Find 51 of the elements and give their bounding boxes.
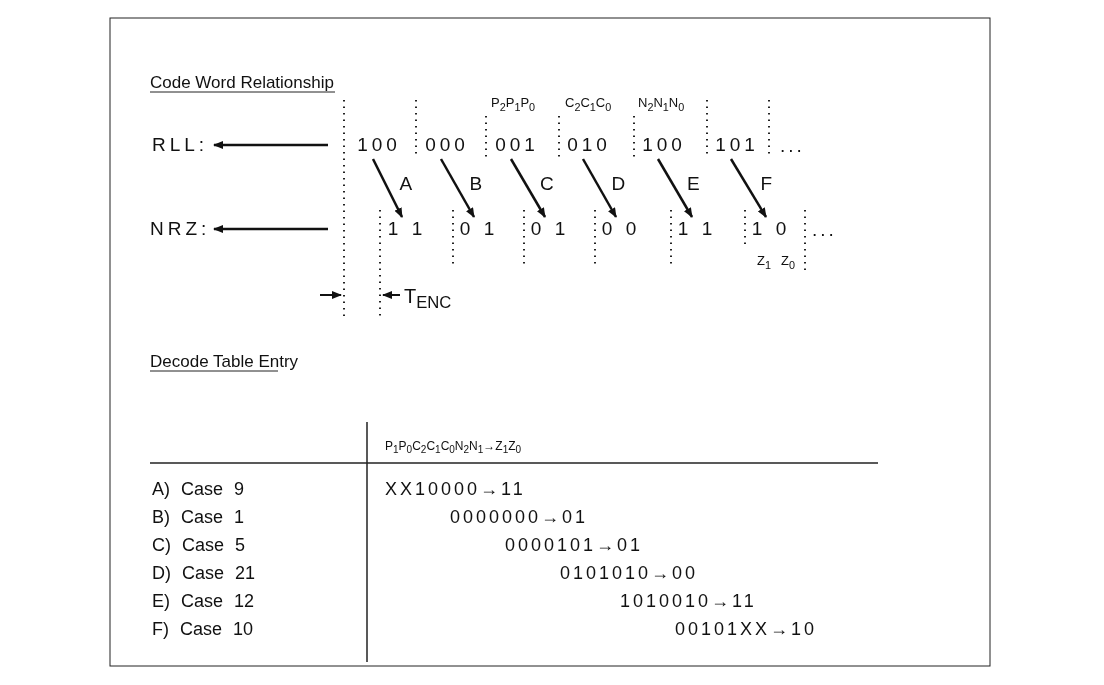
table-entry: 0000000→01 (450, 508, 589, 526)
arrow (213, 225, 328, 233)
row-label: A) Case 9 (152, 480, 245, 498)
arrow (656, 158, 694, 218)
bit-group: 1 1 (676, 218, 718, 240)
bit-label: C$_{2}$C$_{1}$C$_{0}$ (565, 96, 612, 113)
row-label: D) Case 21 (152, 564, 256, 582)
bit-group: 001 (491, 134, 543, 156)
table-entry: 1010010→11 (620, 592, 757, 610)
row-label: E) Case 12 (152, 592, 255, 610)
row-label: B) Case 1 (152, 508, 245, 526)
edge-label: A (399, 174, 413, 193)
arrow (581, 158, 618, 218)
column-header: P$_{1}$P$_{0}$C$_{2}$C$_{1}$C$_{0}$N$_{2}$N$_{1}$→Z$_{1}$Z$_{0}$ (385, 440, 522, 456)
edge-label: B (469, 174, 483, 193)
edge-label: F (760, 174, 773, 193)
section-heading: Decode Table Entry (150, 353, 299, 370)
bit-group: 0 1 (529, 218, 571, 240)
arrow (213, 141, 328, 149)
arrow (509, 158, 547, 218)
bit-group: 1 0 (750, 218, 792, 240)
table-entry: 00101XX→10 (675, 620, 818, 638)
arrow (371, 158, 404, 218)
bit-group: 1 1 (386, 218, 428, 240)
arrow (439, 158, 476, 218)
bit-group: 101 (711, 134, 763, 156)
edge-label: D (611, 174, 626, 193)
bit-group: 0 0 (600, 218, 642, 240)
arrow (729, 158, 768, 218)
ellipsis: ... (812, 220, 837, 239)
signal-name: NRZ: (150, 218, 211, 240)
table-entry: 0101010→00 (560, 564, 699, 582)
edge-label: C (540, 174, 554, 193)
table-entry: XX10000→11 (385, 480, 526, 498)
row-label: F) Case 10 (152, 620, 254, 638)
table-entry: 0000101→01 (505, 536, 644, 554)
bit-label: Z$_{1}$ (757, 254, 771, 271)
bit-group: 0 1 (458, 218, 500, 240)
signal-name: RLL: (150, 134, 210, 156)
bit-label: P$_{2}$P$_{1}$P$_{0}$ (491, 96, 536, 113)
bit-label: N$_{2}$N$_{1}$N$_{0}$ (638, 96, 685, 113)
bit-group: 010 (563, 134, 615, 156)
ellipsis: ... (780, 136, 805, 155)
bit-label: Z$_{0}$ (781, 254, 795, 271)
edge-label: E (687, 174, 700, 193)
row-label: C) Case 5 (152, 536, 246, 554)
bit-group: 100 (638, 134, 690, 156)
time-label: T$_{ENC}$ (404, 286, 452, 312)
bit-group: 100 (353, 134, 405, 156)
section-heading: Code Word Relationship (150, 74, 334, 91)
bit-group: 000 (421, 134, 473, 156)
